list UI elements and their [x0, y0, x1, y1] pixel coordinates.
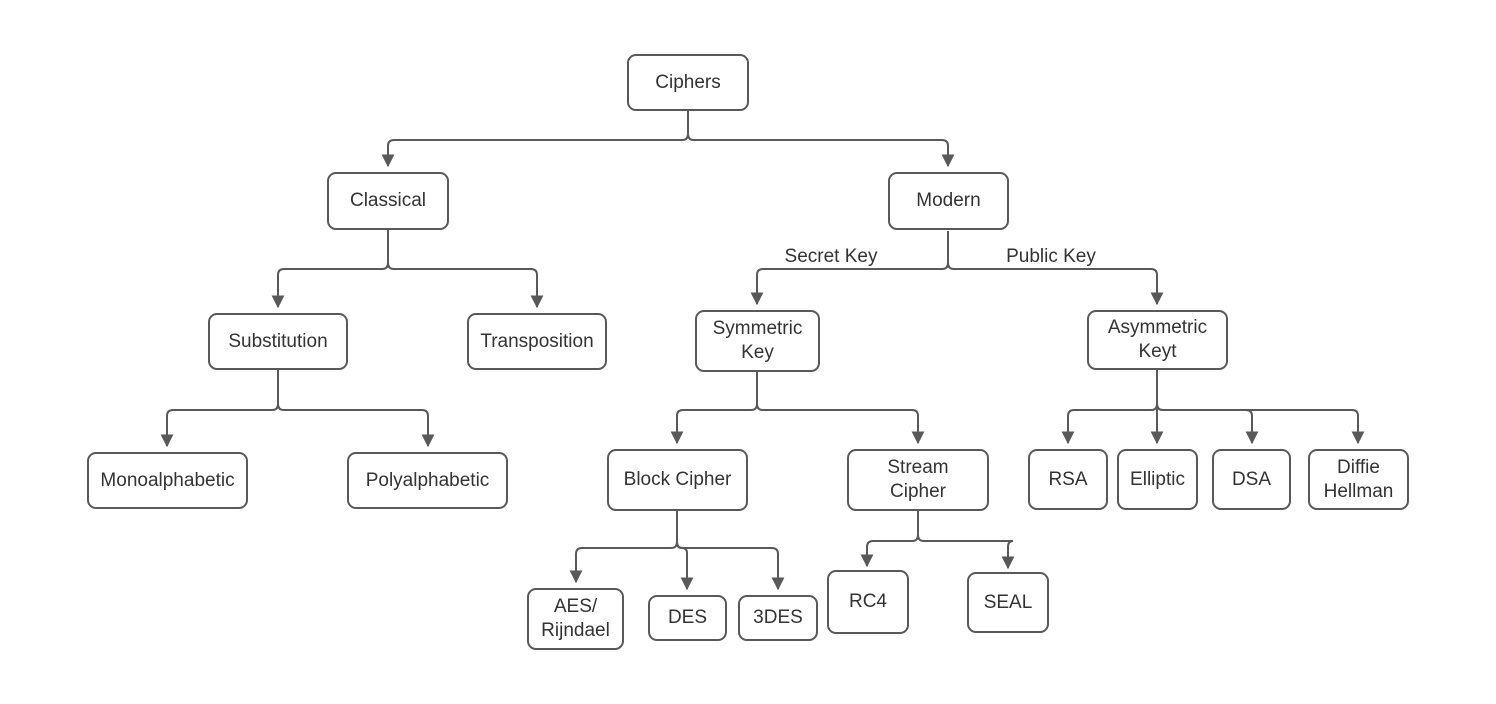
node-rsa: RSA [1028, 449, 1108, 510]
node-classical: Classical [327, 172, 449, 230]
edge-asymmetric-diffie-hellman [1156, 370, 1365, 445]
edge-asymmetric-dsa [1156, 370, 1259, 445]
node-polyalphabetic: Polyalphabetic [347, 452, 508, 509]
edge-ciphers-classical [381, 111, 689, 168]
node-3des: 3DES [738, 595, 818, 641]
node-seal: SEAL [967, 572, 1049, 633]
edge-label-secret-key: Secret Key [773, 246, 889, 267]
edge-symmetric-stream-cipher [756, 372, 925, 445]
edge-stream-seal [917, 511, 1015, 570]
node-block-cipher: Block Cipher [607, 449, 748, 511]
node-asymmetric-key: Asymmetric Keyt [1087, 310, 1228, 370]
node-rc4: RC4 [827, 570, 909, 634]
edge-modern-asymmetric [947, 231, 1164, 306]
node-elliptic: Elliptic [1117, 449, 1198, 510]
edge-block-des [676, 511, 694, 591]
node-modern: Modern [888, 172, 1009, 230]
node-diffie-hellman: Diffie Hellman [1308, 449, 1409, 510]
node-des: DES [648, 595, 727, 641]
edge-classical-substitution [271, 230, 389, 309]
edge-substitution-monoalphabetic [160, 370, 279, 448]
edge-substitution-polyalphabetic [277, 370, 435, 448]
edge-classical-transposition [387, 230, 544, 309]
node-aes-rijndael: AES/ Rijndael [527, 588, 624, 650]
node-ciphers: Ciphers [627, 54, 749, 111]
edge-asymmetric-rsa [1061, 370, 1158, 445]
edge-stream-rc4 [860, 511, 919, 568]
edge-block-3des [676, 511, 785, 591]
edge-ciphers-modern [687, 111, 955, 168]
node-symmetric-key: Symmetric Key [695, 310, 820, 372]
edge-label-public-key: Public Key [993, 246, 1109, 267]
node-transposition: Transposition [467, 313, 607, 370]
node-monoalphabetic: Monoalphabetic [87, 452, 248, 509]
edge-block-aes-rijndael [569, 511, 678, 584]
edge-symmetric-block-cipher [670, 372, 758, 445]
node-dsa: DSA [1212, 449, 1291, 510]
node-substitution: Substitution [208, 313, 348, 370]
node-stream-cipher: Stream Cipher [847, 449, 989, 511]
edge-modern-symmetric [750, 231, 949, 306]
